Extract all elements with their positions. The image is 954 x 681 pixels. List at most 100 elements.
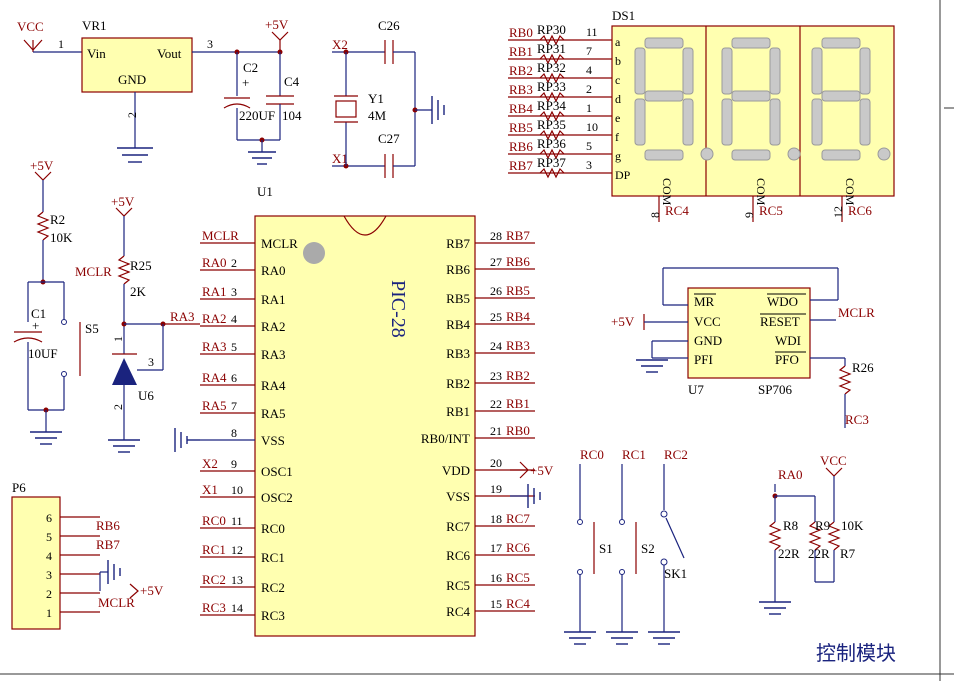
mcu-pin-number: 26 [490,284,502,298]
crystal-circuit[interactable]: X2 X1 Y1 4M C26 C27 [332,18,445,178]
mcu-pin-rb5: RB5 [446,291,470,306]
segment-name: f [615,130,619,144]
svg-text:RA0: RA0 [778,467,803,482]
mcu-pin-rb7: RB7 [446,236,470,251]
module-title: 控制模块 [816,641,896,665]
svg-text:U7: U7 [688,382,704,397]
mcu-pin-number: 23 [490,369,502,383]
mcu-pin-ra3: RA3 [261,347,286,362]
mcu-net-label: RC3 [202,600,226,615]
segment-pin-number: 1 [586,101,592,115]
mcu-pin-rb2: RB2 [446,376,470,391]
svg-text:+: + [32,318,39,333]
svg-text:2K: 2K [130,284,147,299]
mcu-pin-number: 24 [490,339,502,353]
svg-text:P6: P6 [12,480,26,495]
mcu-net-label: RA3 [202,339,227,354]
mcu-net-label: RB5 [506,283,530,298]
svg-text:1: 1 [58,37,64,51]
segment-net: RB3 [509,82,533,97]
segment-name: e [615,111,620,125]
reset-circuit[interactable]: +5V R2 10K MCLR S5 + C1 10UF [13,158,112,445]
segment-pin-number: 2 [586,82,592,96]
com-label: COM [754,178,768,206]
svg-text:C27: C27 [378,131,400,146]
p6-pin-number: 3 [46,568,52,582]
mcu-pic28[interactable]: PIC-28 MCLRMCLRRA02RA0RA13RA1RA24RA2RA35… [200,215,554,637]
mcu-net-label: RA1 [202,284,227,299]
mcu-pin-rc5: RC5 [446,578,470,593]
mcu-pin-rb0-int: RB0/INT [421,431,470,446]
svg-text:10UF: 10UF [28,346,58,361]
svg-text:R8: R8 [783,518,798,533]
com-pin-number: 12 [831,206,845,218]
svg-text:RB6: RB6 [96,518,120,533]
com-label: COM [660,178,674,206]
mcu-net-label: MCLR [202,228,239,243]
com-pin-number: 9 [742,212,756,218]
svg-text:2: 2 [125,112,139,118]
mcu-net-label: RC0 [202,513,226,528]
vr1-regulator[interactable]: VCC 1 VR1 Vin Vout GND 3 2 [17,18,280,163]
mcu-net-label: RC6 [506,540,530,555]
mcu-pin-rb6: RB6 [446,262,470,277]
segment-name: DP [615,168,631,182]
segment-net: RB4 [509,101,533,116]
svg-text:4M: 4M [368,108,387,123]
svg-text:X1: X1 [332,151,348,166]
u6-reference[interactable]: +5V R25 2K RA3 3 1 2 U6 [108,194,200,453]
svg-text:+5V: +5V [611,314,635,329]
mcu-right-power [510,461,541,508]
svg-text:Y1: Y1 [368,91,384,106]
switches[interactable]: RC0 RC1 RC2 S1 S2 SK1 [564,447,688,645]
vcc-label: VCC [17,19,44,34]
mcu-net-label: RC4 [506,596,530,611]
segment-net: RB5 [509,120,533,135]
svg-text:RC2: RC2 [664,447,688,462]
p6-pin-number: 5 [46,530,52,544]
svg-text:+5V: +5V [30,158,54,173]
mcu-pin-rb4: RB4 [446,317,470,332]
segment-name: b [615,54,621,68]
mcu-pin-rc2: RC2 [261,580,285,595]
mcu-net-label: RC2 [202,572,226,587]
mcu-pin-number: 6 [231,371,237,385]
mcu-net-label: RB2 [506,368,530,383]
mcu-left-pins: MCLRMCLRRA02RA0RA13RA1RA24RA2RA35RA3RA46… [200,228,298,623]
resistor-network[interactable]: RA0 VCC R8 22R R9 22R 10K R7 [759,453,864,615]
svg-text:+5V: +5V [111,194,135,209]
mcu-pin-number: 9 [231,457,237,471]
svg-text:MR: MR [694,294,715,309]
segment-pin-number: 7 [586,44,592,58]
u7-supervisor[interactable]: MR VCC GND PFI WDO RESET WDI PFO U7 SP70… [611,267,875,428]
mcu-pin-number: 18 [490,512,502,526]
segment-resistor: RP36 [537,136,566,151]
svg-text:1: 1 [111,336,125,342]
mcu-pin-number: 11 [231,514,243,528]
segment-net: RB7 [509,158,533,173]
mcu-pin-number: 21 [490,424,502,438]
mcu-net-label: +5V [530,463,554,478]
svg-text:S5: S5 [85,321,99,336]
svg-text:C26: C26 [378,18,400,33]
svg-text:+5V: +5V [140,583,164,598]
mcu-pin-rc7: RC7 [446,519,470,534]
svg-text:3: 3 [207,37,213,51]
mcu-pin-number: 7 [231,399,237,413]
svg-text:RB7: RB7 [96,537,120,552]
mcu-pin-number: 8 [231,426,237,440]
mcu-pin-number: 20 [490,456,502,470]
mcu-net-label: RC7 [506,511,530,526]
mcu-pin-rc4: RC4 [446,604,470,619]
svg-text:C4: C4 [284,74,300,89]
p6-pin-number: 2 [46,587,52,601]
svg-text:SP706: SP706 [758,382,792,397]
p6-pin-number: 6 [46,511,52,525]
power-caps[interactable]: +5V C2 + 220UF C4 104 U1 [223,17,302,199]
svg-text:10K: 10K [50,230,73,245]
svg-text:10K: 10K [841,518,864,533]
